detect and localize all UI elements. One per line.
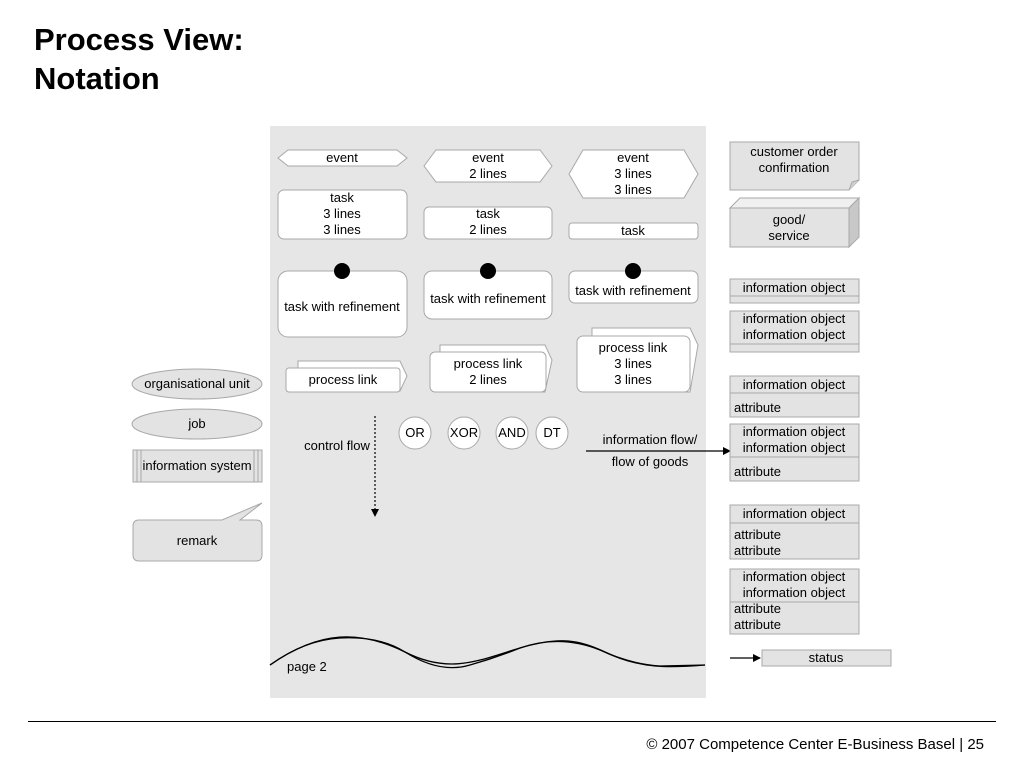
task-with-refinement-medium: task with refinement: [423, 263, 553, 320]
status-shape: status: [730, 649, 892, 667]
page-number: 25: [967, 736, 984, 753]
refinement-dot: [480, 263, 496, 279]
refinement-dot: [334, 263, 350, 279]
operator-dt: DT: [535, 416, 569, 450]
svg-text:DT: DT: [543, 425, 560, 440]
information-object-4: information object information object at…: [729, 423, 860, 482]
svg-text:3 lines: 3 lines: [614, 372, 652, 387]
operator-and: AND: [495, 416, 529, 450]
svg-text:process link: process link: [454, 356, 523, 371]
svg-text:event: event: [617, 150, 649, 165]
svg-text:event: event: [472, 150, 504, 165]
svg-text:2 lines: 2 lines: [469, 222, 507, 237]
page-connector: page 2: [269, 636, 706, 674]
notation-diagram: event event 2 lines event 3 lines 3 line…: [131, 126, 892, 698]
svg-text:attribute: attribute: [734, 527, 781, 542]
svg-text:task with refinement: task with refinement: [575, 283, 691, 298]
operator-xor: XOR: [447, 416, 481, 450]
information-object-2: information object information object: [729, 310, 860, 353]
job-shape: job: [131, 408, 263, 440]
svg-text:attribute: attribute: [734, 601, 781, 616]
svg-text:2 lines: 2 lines: [469, 166, 507, 181]
svg-text:XOR: XOR: [450, 425, 478, 440]
remark-shape: remark: [132, 502, 263, 562]
svg-text:information object: information object: [743, 585, 846, 600]
svg-text:information object: information object: [743, 280, 846, 295]
title-line-1: Process View:: [34, 22, 244, 57]
svg-text:task: task: [330, 190, 354, 205]
svg-text:information object: information object: [743, 424, 846, 439]
svg-text:information object: information object: [743, 440, 846, 455]
task-with-refinement-large: task with refinement: [277, 263, 408, 338]
svg-text:job: job: [187, 416, 205, 431]
svg-text:process link: process link: [309, 372, 378, 387]
footer: © 2007 Competence Center E-Business Base…: [646, 736, 984, 753]
svg-text:customer order: customer order: [750, 144, 838, 159]
svg-text:confirmation: confirmation: [759, 160, 830, 175]
task-with-refinement-small: task with refinement: [568, 263, 699, 304]
svg-text:attribute: attribute: [734, 617, 781, 632]
process-link-1-line: process link: [285, 360, 408, 393]
footer-copyright: © 2007 Competence Center E-Business Base…: [646, 736, 964, 753]
event-shape-3-lines: event 3 lines 3 lines: [568, 149, 699, 199]
svg-text:service: service: [768, 228, 809, 243]
refinement-dot: [625, 263, 641, 279]
svg-text:attribute: attribute: [734, 464, 781, 479]
svg-text:task: task: [476, 206, 500, 221]
svg-text:task: task: [621, 223, 645, 238]
svg-text:3 lines: 3 lines: [323, 222, 361, 237]
page-connector-label: page 2: [287, 659, 327, 674]
svg-text:information object: information object: [743, 327, 846, 342]
information-object-1: information object: [729, 278, 860, 304]
organisational-unit-shape: organisational unit: [131, 368, 263, 400]
svg-text:status: status: [809, 650, 844, 665]
information-flow: information flow/ flow of goods: [586, 432, 731, 469]
svg-text:good/: good/: [773, 212, 806, 227]
event-shape-2-lines: event 2 lines: [423, 149, 553, 183]
svg-text:flow of goods: flow of goods: [612, 454, 689, 469]
process-link-3-lines: process link 3 lines 3 lines: [576, 327, 699, 393]
svg-text:information object: information object: [743, 569, 846, 584]
svg-text:attribute: attribute: [734, 400, 781, 415]
control-flow-label: control flow: [304, 438, 370, 453]
control-flow: control flow: [304, 416, 379, 517]
svg-text:information system: information system: [142, 458, 251, 473]
task-shape-1-line: task: [568, 222, 699, 240]
good-service-shape: good/ service: [728, 196, 861, 249]
svg-text:OR: OR: [405, 425, 425, 440]
event-shape-1-line: event: [277, 149, 408, 167]
title-line-2: Notation: [34, 61, 160, 96]
svg-text:3 lines: 3 lines: [614, 166, 652, 181]
svg-text:information flow/: information flow/: [603, 432, 698, 447]
svg-text:3 lines: 3 lines: [614, 182, 652, 197]
svg-text:2 lines: 2 lines: [469, 372, 507, 387]
svg-text:attribute: attribute: [734, 543, 781, 558]
svg-text:task with refinement: task with refinement: [284, 299, 400, 314]
information-object-6: information object information object at…: [729, 568, 860, 635]
svg-text:information object: information object: [743, 377, 846, 392]
svg-text:remark: remark: [177, 533, 218, 548]
page-title: Process View: Notation: [34, 20, 244, 98]
svg-text:3 lines: 3 lines: [614, 356, 652, 371]
event-label-1: event: [326, 150, 358, 165]
document-shape: customer order confirmation: [729, 141, 860, 191]
information-object-5: information object attribute attribute: [729, 504, 860, 560]
svg-text:information object: information object: [743, 506, 846, 521]
svg-text:task with refinement: task with refinement: [430, 291, 546, 306]
svg-text:3 lines: 3 lines: [323, 206, 361, 221]
footer-divider: [28, 721, 996, 722]
process-link-2-lines: process link 2 lines: [429, 344, 553, 393]
task-shape-3-lines: task 3 lines 3 lines: [277, 189, 408, 240]
svg-text:organisational unit: organisational unit: [144, 376, 250, 391]
svg-text:AND: AND: [498, 425, 525, 440]
operator-or: OR: [398, 416, 432, 450]
svg-text:process link: process link: [599, 340, 668, 355]
information-system-shape: information system: [132, 449, 263, 483]
svg-text:information object: information object: [743, 311, 846, 326]
information-object-3: information object attribute: [729, 375, 860, 418]
task-shape-2-lines: task 2 lines: [423, 206, 553, 240]
